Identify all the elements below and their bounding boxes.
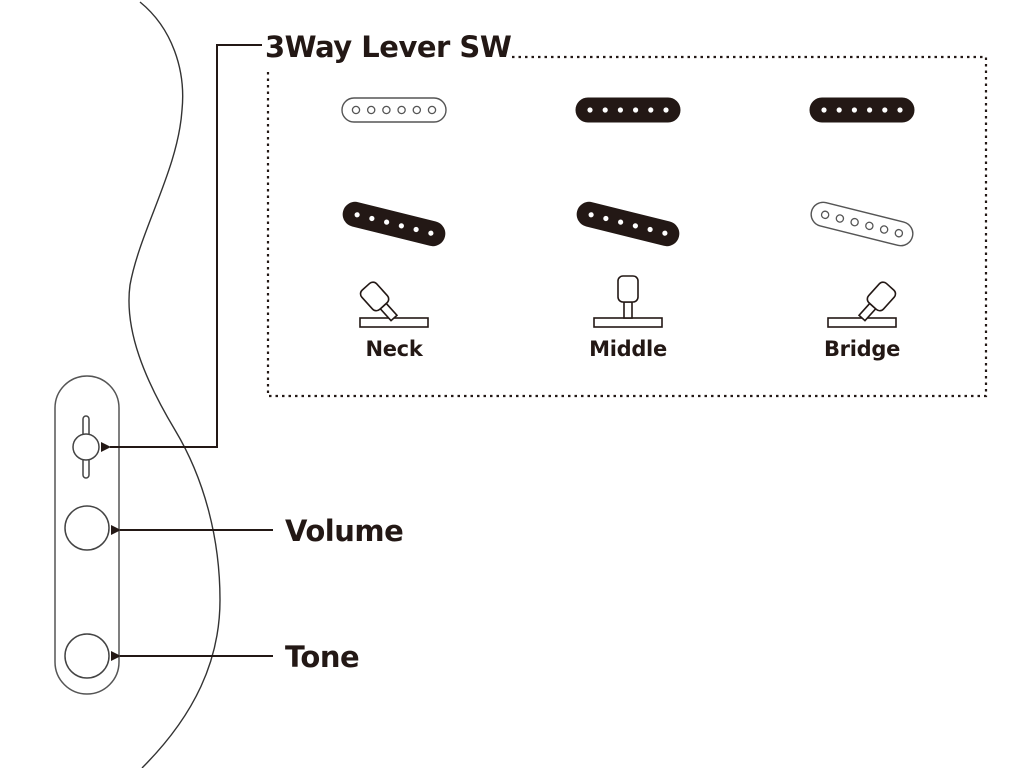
lever-tip	[866, 281, 897, 312]
position-middle: Middle	[575, 97, 681, 361]
pole-piece	[602, 107, 608, 113]
switch-plate	[827, 317, 897, 328]
pole-piece	[398, 223, 404, 229]
bridge-pickup-icon	[810, 201, 914, 247]
tone-label: Tone	[285, 640, 359, 674]
neck-pickup-icon	[809, 97, 915, 123]
position-label: Middle	[589, 337, 667, 361]
pole-piece	[850, 217, 859, 227]
neck-pickup-icon	[341, 97, 447, 123]
pickup-cover	[810, 201, 914, 247]
lever-tip	[617, 275, 639, 303]
pickup-cover	[809, 97, 915, 123]
pole-piece	[865, 221, 874, 231]
position-neck: Neck	[341, 97, 447, 361]
pole-piece	[835, 214, 845, 223]
switch-plate	[593, 317, 663, 328]
pole-piece	[351, 105, 361, 115]
guitar-body-outline	[128, 1, 221, 769]
pole-piece	[632, 223, 638, 229]
lever-position-icon	[827, 281, 897, 328]
pole-piece	[879, 225, 889, 234]
pole-piece	[867, 107, 873, 113]
bridge-pickup-icon	[576, 201, 680, 247]
pole-piece	[836, 107, 842, 113]
lever-position-icon	[359, 281, 429, 328]
lever-switch-icon[interactable]	[72, 415, 100, 479]
pole-piece	[369, 215, 375, 222]
bridge-pickup-icon	[342, 201, 446, 247]
pole-piece	[647, 226, 653, 233]
pole-piece	[821, 107, 827, 113]
pole-piece	[413, 226, 419, 233]
position-label: Neck	[365, 337, 423, 361]
pole-piece	[588, 212, 594, 218]
pole-piece	[617, 107, 623, 113]
lever-position-icon	[593, 275, 663, 328]
pole-piece	[427, 105, 437, 115]
volume-knob-icon[interactable]	[64, 505, 110, 551]
pole-piece	[662, 230, 668, 236]
pickup-cover	[576, 201, 680, 247]
lever-switch-label: 3Way Lever SW	[265, 30, 512, 64]
position-bridge: Bridge	[809, 97, 915, 361]
pole-piece	[587, 107, 593, 113]
neck-pickup-icon	[575, 97, 681, 123]
pole-piece	[894, 228, 904, 238]
tone-knob-icon[interactable]	[64, 633, 110, 679]
lever-shaft	[623, 301, 633, 319]
position-label: Bridge	[824, 337, 900, 361]
lever-tip	[359, 281, 390, 312]
pole-piece	[648, 107, 654, 113]
volume-label: Volume	[285, 514, 403, 548]
pole-piece	[384, 219, 390, 225]
pole-piece	[663, 107, 669, 113]
pole-piece	[366, 105, 376, 115]
pole-piece	[820, 210, 830, 220]
pickup-cover	[342, 201, 446, 247]
pole-piece	[382, 105, 391, 115]
pole-piece	[412, 105, 422, 115]
positions-panel-border	[266, 55, 988, 398]
pole-piece	[633, 107, 639, 113]
pole-piece	[897, 107, 903, 113]
switch-plate	[359, 317, 429, 328]
pole-piece	[851, 107, 857, 113]
pole-piece	[397, 105, 406, 115]
pole-piece	[354, 212, 360, 218]
pole-piece	[882, 107, 888, 113]
pickup-cover	[341, 97, 447, 123]
pole-piece	[603, 215, 609, 222]
pole-piece	[428, 230, 434, 236]
pole-piece	[618, 219, 624, 225]
pickup-cover	[575, 97, 681, 123]
lever-switch-leader-line	[101, 44, 262, 452]
